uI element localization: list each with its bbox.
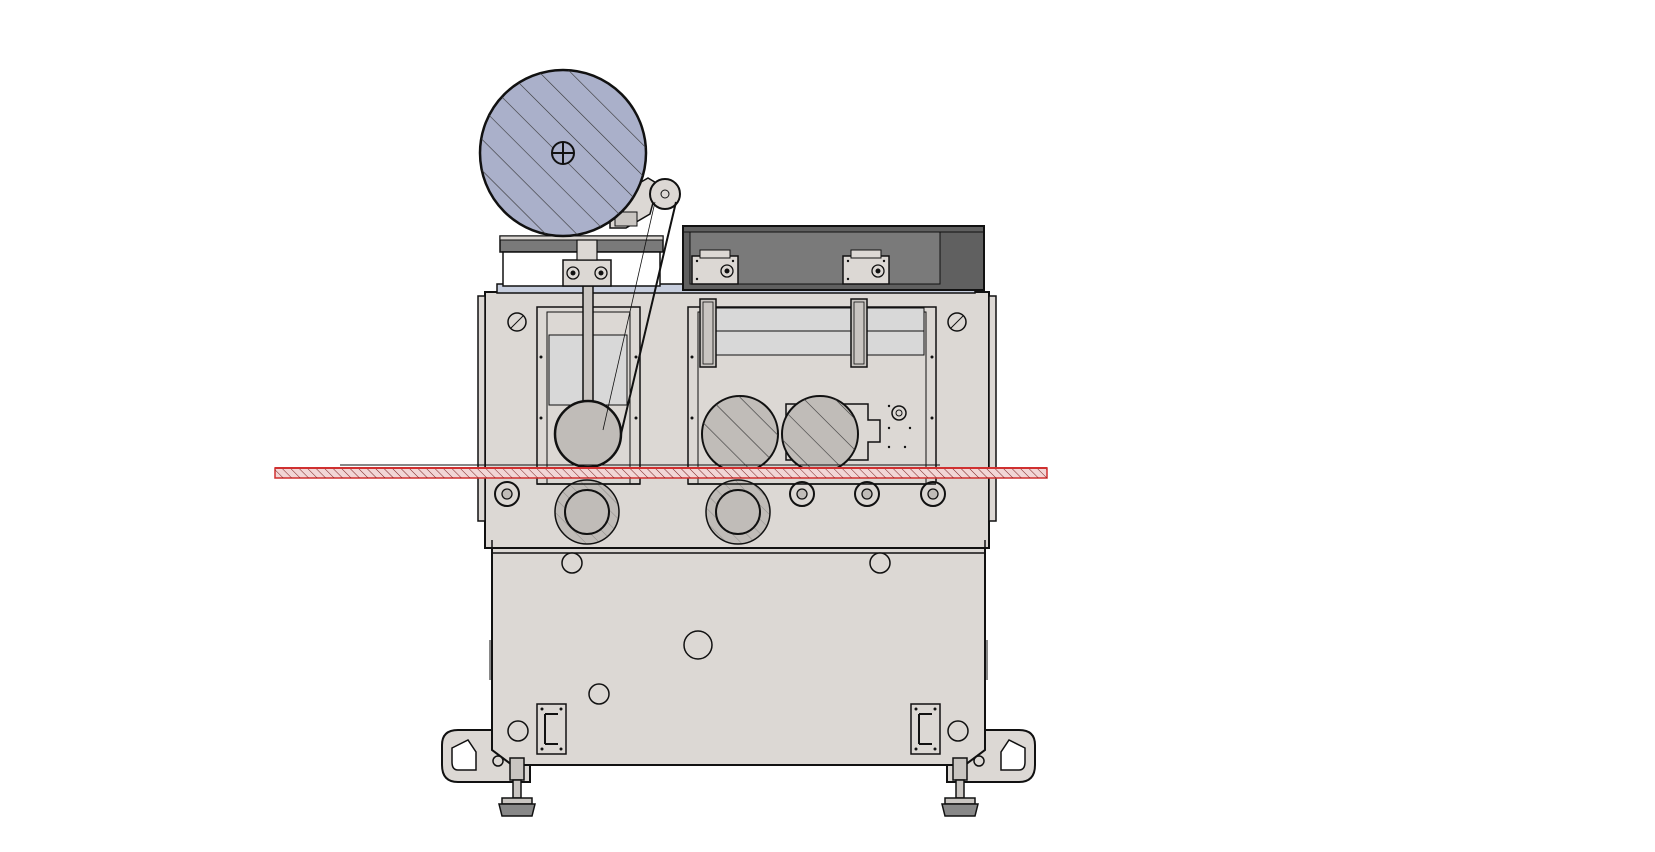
bottom-bracket-right bbox=[910, 703, 941, 755]
feed-roller-2 bbox=[781, 395, 859, 473]
idler-rollers bbox=[494, 481, 946, 507]
material-strip bbox=[274, 464, 1048, 479]
base-holes bbox=[561, 552, 891, 705]
lower-drive-roller-right bbox=[705, 479, 771, 545]
feed-roller-1 bbox=[701, 395, 779, 473]
reel-tensioner bbox=[609, 177, 681, 229]
bottom-bracket-left bbox=[536, 703, 567, 755]
dancer-roller bbox=[553, 399, 623, 469]
lower-drive-roller-left bbox=[554, 479, 620, 545]
leveling-foot-left bbox=[498, 757, 536, 817]
frame-bolts bbox=[507, 312, 967, 332]
base-corner-circles bbox=[507, 720, 969, 742]
foot-plate-right bbox=[946, 729, 1036, 783]
cover-bearing-block-2 bbox=[842, 249, 890, 285]
cover-bearing-block-1 bbox=[691, 249, 739, 285]
reel-stand bbox=[499, 235, 664, 287]
material-web-path bbox=[602, 201, 677, 435]
leveling-foot-right bbox=[941, 757, 979, 817]
supply-reel bbox=[478, 68, 648, 238]
foot-plate-left bbox=[441, 729, 531, 783]
